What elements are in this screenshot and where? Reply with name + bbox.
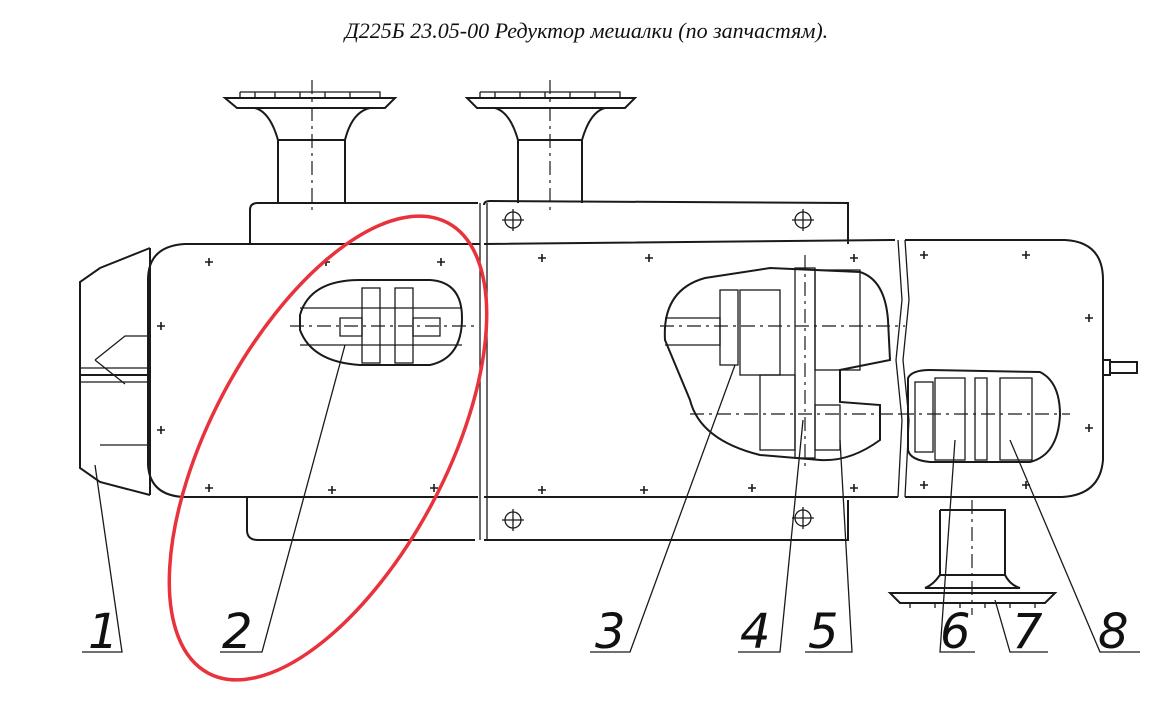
top-middle-sprocket	[464, 80, 638, 215]
part-labels: 1 2 3 4 5 6 7 8	[88, 604, 1129, 660]
part-label-4: 4	[740, 604, 771, 660]
bottom-right-sprocket	[887, 500, 1058, 615]
bolt-holes	[502, 209, 814, 531]
body-right-section	[895, 239, 1138, 498]
fastener-marks	[157, 251, 1093, 494]
part-label-3: 3	[595, 604, 626, 660]
leader-lines	[82, 344, 1140, 653]
part-label-1: 1	[88, 604, 119, 660]
part-label-8: 8	[1098, 604, 1129, 660]
part-label-7: 7	[1012, 604, 1043, 660]
part-label-2: 2	[222, 604, 253, 660]
body-left-section	[147, 202, 480, 541]
top-left-sprocket	[222, 80, 398, 215]
highlight-ellipse	[167, 214, 489, 682]
drawing-title: Д225Б 23.05-00 Редуктор мешалки (по запч…	[344, 18, 829, 43]
part-label-5: 5	[808, 604, 839, 660]
left-end-cover	[79, 247, 151, 496]
part-label-6: 6	[940, 604, 971, 660]
body-middle-section	[479, 199, 905, 541]
